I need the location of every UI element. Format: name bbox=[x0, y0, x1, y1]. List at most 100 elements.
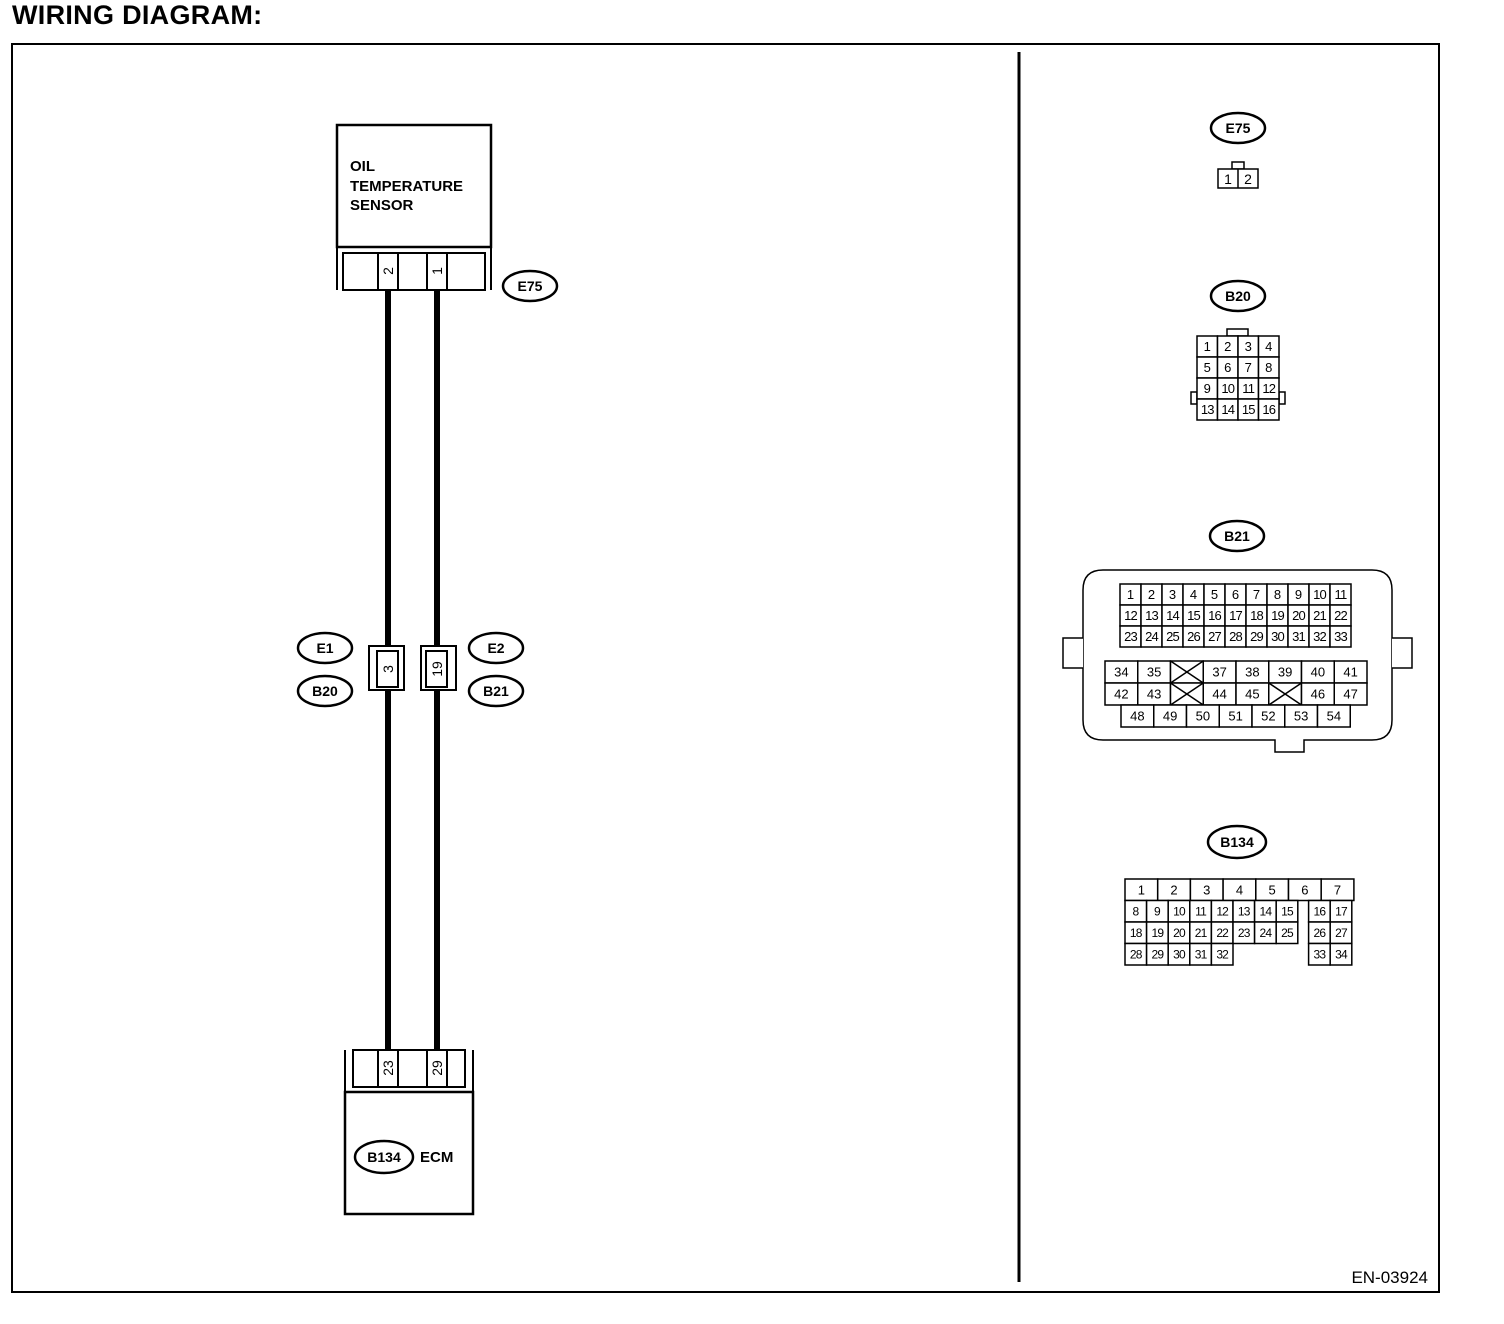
b21-pin: 48 bbox=[1130, 709, 1144, 724]
oil-temperature-sensor: OIL TEMPERATURE SENSOR bbox=[335, 123, 493, 249]
sensor-pin-1: 1 bbox=[429, 267, 445, 275]
b21-pin: 39 bbox=[1278, 665, 1292, 680]
blank-pin-cross bbox=[1170, 660, 1204, 684]
b134-pin: 12 bbox=[1216, 905, 1229, 919]
blank-pin-cross bbox=[1170, 682, 1204, 706]
b21-pin: 10 bbox=[1313, 587, 1326, 602]
connector-tag-e2: E2 bbox=[467, 631, 525, 665]
b134-pin: 2 bbox=[1170, 882, 1177, 897]
b21-pin: 53 bbox=[1294, 709, 1308, 724]
b21-pin: 34 bbox=[1114, 665, 1128, 680]
b134-pin-cell bbox=[1275, 921, 1299, 945]
b21-pin: 18 bbox=[1250, 608, 1263, 623]
b20-pin: 15 bbox=[1242, 402, 1255, 417]
b134-pin: 9 bbox=[1154, 905, 1161, 919]
b21-pin: 33 bbox=[1334, 629, 1347, 644]
b21-pin: 4 bbox=[1190, 587, 1197, 602]
connector-tag-e1: E1 bbox=[296, 631, 354, 665]
b21-pin: 20 bbox=[1292, 608, 1305, 623]
b134-pin: 18 bbox=[1130, 926, 1143, 940]
b21-pin: 26 bbox=[1187, 629, 1200, 644]
sensor-label-line2: TEMPERATURE bbox=[350, 178, 463, 195]
ecm-box: B134 ECM bbox=[343, 1090, 475, 1216]
b21-pin: 29 bbox=[1250, 629, 1263, 644]
e75-pin: 1 bbox=[1224, 171, 1232, 187]
b134-pin: 20 bbox=[1173, 926, 1186, 940]
b21-pin: 2 bbox=[1148, 587, 1155, 602]
b20-pin: 7 bbox=[1245, 360, 1252, 375]
b21-pin: 1 bbox=[1127, 587, 1134, 602]
b21-pin: 54 bbox=[1327, 709, 1341, 724]
ecm-connector-id: B134 bbox=[367, 1149, 401, 1165]
b21-pin: 45 bbox=[1245, 687, 1259, 702]
b21-pin: 37 bbox=[1212, 665, 1226, 680]
b21-pin: 31 bbox=[1292, 629, 1305, 644]
b134-pin: 24 bbox=[1260, 926, 1273, 940]
b20-pin: 6 bbox=[1224, 360, 1231, 375]
b134-pin: 1 bbox=[1138, 882, 1145, 897]
b20-pin-cell bbox=[1257, 398, 1280, 421]
b134-pin: 28 bbox=[1130, 948, 1143, 962]
b20-pin: 5 bbox=[1204, 360, 1211, 375]
b134-pin: 8 bbox=[1132, 905, 1139, 919]
b134-pin: 6 bbox=[1301, 882, 1308, 897]
b21-pin: 12 bbox=[1124, 608, 1137, 623]
b21-pin: 6 bbox=[1232, 587, 1239, 602]
b134-pin: 26 bbox=[1314, 926, 1327, 940]
joint-right-pin: 19 bbox=[429, 661, 445, 677]
connector-view-e75-tag: E75 bbox=[1226, 120, 1251, 136]
b20-pin: 4 bbox=[1265, 339, 1272, 354]
sensor-label-line1: OIL bbox=[350, 158, 375, 175]
ecm-pin-29: 29 bbox=[429, 1060, 445, 1076]
b21-pin: 43 bbox=[1147, 687, 1161, 702]
b21-pin: 25 bbox=[1166, 629, 1179, 644]
b20-pin: 1 bbox=[1204, 339, 1211, 354]
b20-pin: 10 bbox=[1221, 381, 1234, 396]
b21-pin: 32 bbox=[1313, 629, 1326, 644]
diagram-frame bbox=[11, 43, 1440, 1293]
b21-pin: 14 bbox=[1166, 608, 1179, 623]
b21-pin: 7 bbox=[1253, 587, 1260, 602]
sensor-pin-2: 2 bbox=[380, 267, 396, 275]
b134-pin: 30 bbox=[1173, 948, 1186, 962]
b21-pin: 42 bbox=[1114, 687, 1128, 702]
svg-text:E2: E2 bbox=[487, 640, 504, 656]
connector-view-b20-tag: B20 bbox=[1225, 288, 1251, 304]
b21-pin: 49 bbox=[1163, 709, 1177, 724]
b134-pin: 3 bbox=[1203, 882, 1210, 897]
b134-pin: 32 bbox=[1216, 948, 1229, 962]
b21-pin: 35 bbox=[1147, 665, 1161, 680]
b134-pin: 17 bbox=[1335, 905, 1348, 919]
b20-pin: 12 bbox=[1262, 381, 1275, 396]
b21-pin: 16 bbox=[1208, 608, 1221, 623]
b20-pin: 11 bbox=[1242, 381, 1254, 396]
b134-pin: 15 bbox=[1281, 905, 1294, 919]
b21-pin: 44 bbox=[1212, 687, 1226, 702]
b21-pin: 30 bbox=[1271, 629, 1284, 644]
b134-pin: 25 bbox=[1281, 926, 1294, 940]
connector-view-b21-tag: B21 bbox=[1224, 528, 1250, 544]
b134-pin-cell bbox=[1210, 942, 1234, 966]
b21-pin: 5 bbox=[1211, 587, 1218, 602]
b21-pin: 46 bbox=[1311, 687, 1325, 702]
connector-tag-b134 bbox=[353, 1139, 415, 1175]
svg-text:B20: B20 bbox=[312, 683, 338, 699]
b134-pin: 4 bbox=[1236, 882, 1243, 897]
sensor-label-line3: SENSOR bbox=[350, 197, 414, 214]
page-title: WIRING DIAGRAM: bbox=[12, 0, 263, 30]
b21-pin: 3 bbox=[1169, 587, 1176, 602]
b134-pin: 23 bbox=[1238, 926, 1251, 940]
b21-pin: 23 bbox=[1124, 629, 1137, 644]
b134-pin: 21 bbox=[1195, 926, 1208, 940]
svg-text:E1: E1 bbox=[316, 640, 333, 656]
b20-pin: 13 bbox=[1201, 402, 1214, 417]
b134-pin: 31 bbox=[1195, 948, 1208, 962]
b21-pin: 22 bbox=[1334, 608, 1347, 623]
blank-pin-cross bbox=[1268, 682, 1302, 706]
b134-pin: 7 bbox=[1334, 882, 1341, 897]
b134-pin: 14 bbox=[1260, 905, 1273, 919]
b21-pin: 28 bbox=[1229, 629, 1242, 644]
b21-pin: 19 bbox=[1271, 608, 1284, 623]
